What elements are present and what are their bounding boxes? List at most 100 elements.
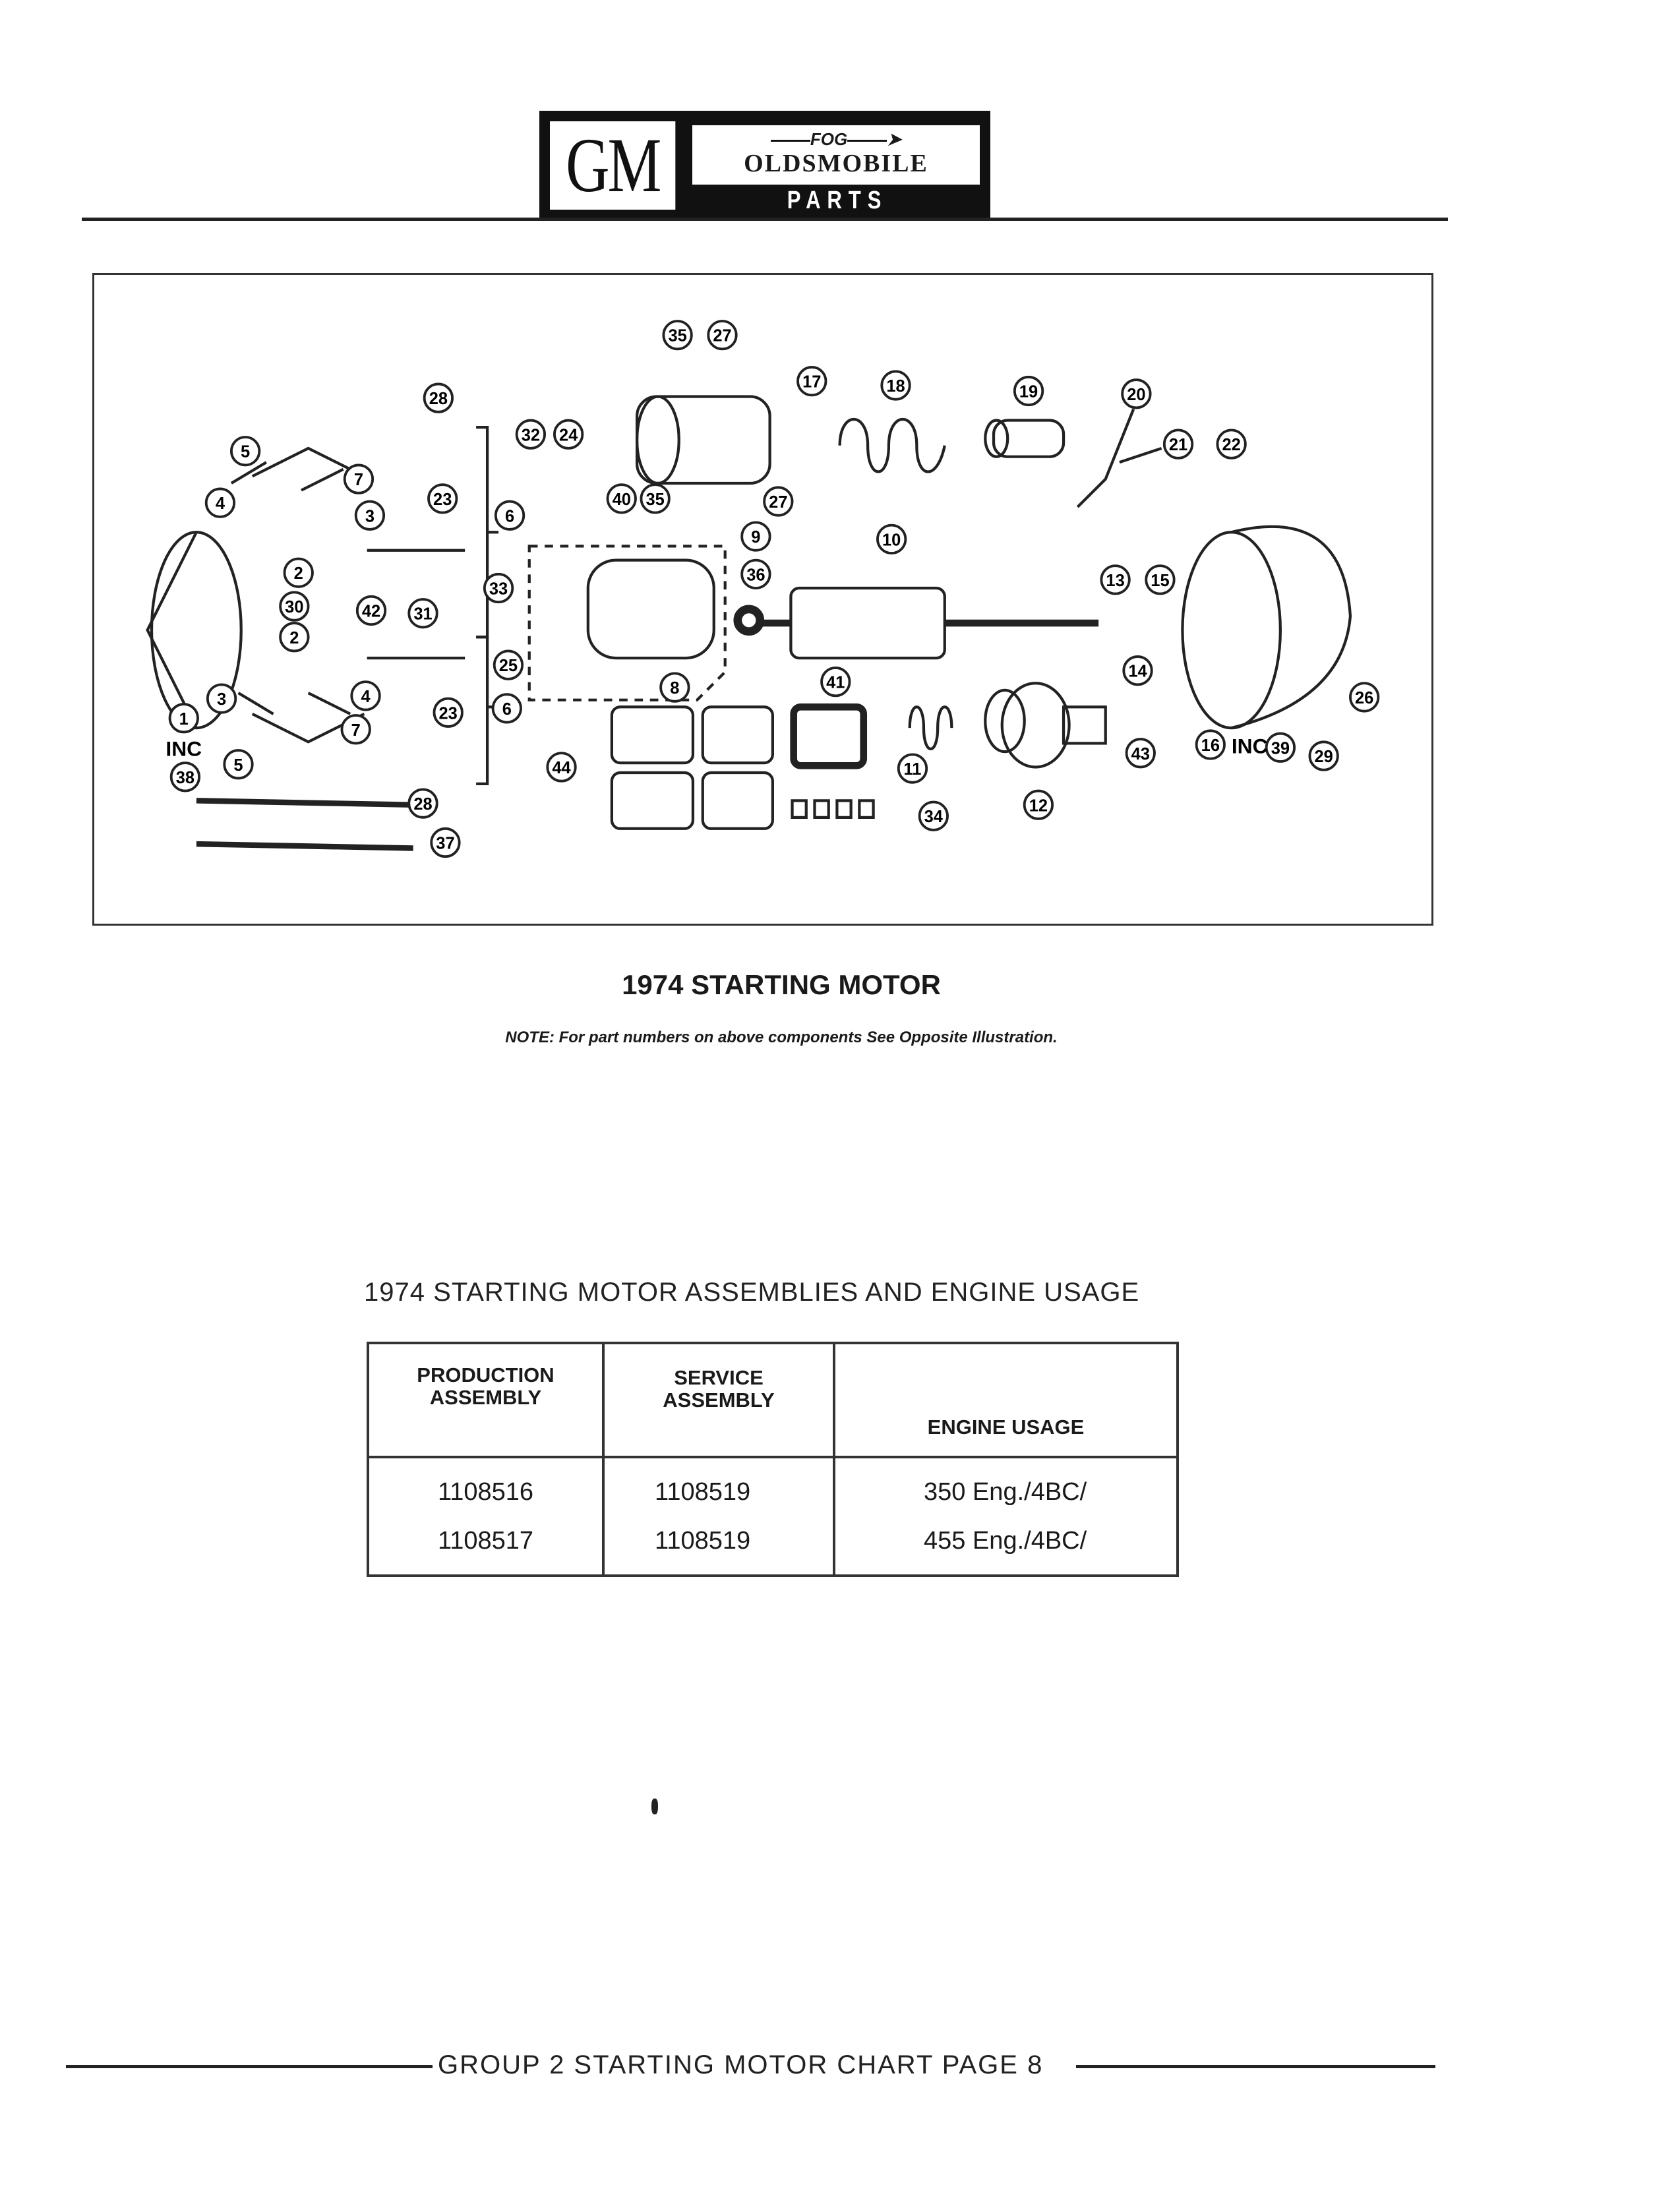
fog-arrow-emblem: FOG➤ [692, 129, 980, 149]
callout-number: 41 [826, 674, 845, 692]
footer-rule-right [1076, 2065, 1435, 2068]
callout-circle [1100, 564, 1131, 595]
figure-note: NOTE: For part numbers on above componen… [505, 1028, 1058, 1046]
callout-circle [343, 463, 375, 494]
callout-circle [1265, 732, 1296, 763]
callout-number: 22 [1222, 436, 1240, 454]
callout-circle [433, 697, 464, 728]
callout-number: 32 [522, 426, 540, 444]
fog-text: FOG [810, 129, 848, 149]
callout-number: 27 [769, 493, 787, 512]
callout-circle [169, 761, 201, 792]
callout-circle [407, 788, 438, 819]
callout-circle [1349, 682, 1380, 713]
callout-circle [407, 598, 438, 629]
armature-shape [789, 586, 946, 660]
callout-circle [279, 591, 310, 622]
callout-number: 9 [751, 528, 760, 547]
callout-circle [1145, 564, 1176, 595]
production-assembly-value: 1108516 [437, 1478, 534, 1506]
callout-circle [354, 500, 386, 531]
callout-circle [606, 483, 637, 514]
figure-caption: 1974 STARTING MOTOR [622, 969, 941, 1000]
callout-circle [423, 382, 454, 413]
callout-number: 27 [713, 327, 731, 345]
callout-number: 42 [362, 603, 380, 621]
gm-mark: GM [550, 121, 676, 210]
callout-number: 1 [179, 710, 189, 729]
callout-number: 15 [1151, 572, 1169, 590]
callout-number: 6 [502, 700, 512, 719]
callout-number: 44 [552, 759, 571, 777]
parts-catalogue-banner: PARTS CATALOGUE [744, 187, 930, 246]
callout-circle [168, 703, 199, 734]
callout-circle [1125, 738, 1156, 769]
callout-circle [1195, 729, 1226, 760]
callout-circle [740, 521, 771, 552]
callout-number: 24 [559, 426, 578, 444]
callout-number: 34 [924, 808, 944, 826]
callout-number: 13 [1106, 572, 1124, 590]
solenoid-shape [635, 395, 771, 485]
callout-circle [876, 523, 907, 554]
callout-circle [279, 622, 310, 653]
callout-number: 38 [176, 769, 195, 787]
oldsmobile-panel: FOG➤ OLDSMOBILE [692, 125, 980, 185]
callout-circle [430, 827, 461, 858]
callout-number: 28 [413, 795, 432, 814]
callout-number: 7 [354, 471, 363, 489]
callout-number: 39 [1271, 739, 1290, 758]
callout-number: 23 [433, 491, 452, 509]
callout-number: 6 [505, 507, 514, 525]
callout-number: 29 [1315, 748, 1333, 766]
callout-circle [427, 483, 458, 514]
engine-cells: 350 Eng./4BC/455 Eng./4BC/ [833, 1456, 1179, 1577]
callout-circle [223, 749, 254, 780]
callout-circle [491, 693, 522, 724]
callout-circle [763, 486, 794, 517]
callout-number: 5 [241, 443, 250, 462]
callout-number: 14 [1128, 663, 1147, 681]
callout-circle [662, 320, 693, 351]
callout-number: 16 [1201, 736, 1220, 755]
callout-number: 10 [882, 531, 901, 549]
print-speck [651, 1799, 658, 1814]
callout-number: 21 [1169, 436, 1187, 454]
callout-number: 25 [499, 657, 518, 675]
callout-circle [1216, 429, 1247, 460]
callout-circle [707, 320, 738, 351]
callout-circle [355, 595, 387, 626]
callout-circle [515, 419, 546, 450]
brand-name: OLDSMOBILE [744, 150, 928, 177]
callout-number: 12 [1029, 796, 1048, 815]
callout-number: 28 [429, 390, 448, 408]
service-assembly-value: 1108519 [655, 1478, 751, 1506]
callout-number: 4 [216, 494, 225, 513]
callout-number: 19 [1019, 383, 1038, 402]
callout-circle [483, 572, 514, 604]
callout-number: 31 [413, 605, 432, 624]
callout-number: 18 [886, 377, 905, 396]
callout-number: 3 [365, 507, 375, 525]
callout-circle [204, 487, 236, 518]
header-rule [82, 218, 1448, 221]
callout-number: 35 [668, 327, 686, 345]
callout-circle [640, 483, 671, 514]
callout-circle [1122, 655, 1153, 686]
header-line: PRODUCTION [417, 1363, 555, 1386]
footer-page-label: GROUP 2 STARTING MOTOR CHART PAGE 8 [438, 2050, 1044, 2079]
callout-circle [1023, 789, 1054, 820]
callout-number: 40 [613, 491, 631, 509]
engine-usage-value: 455 Eng./4BC/ [924, 1527, 1087, 1555]
callout-number: 30 [285, 598, 303, 616]
callout-number: 43 [1131, 745, 1150, 763]
callout-number: 33 [489, 580, 508, 599]
gm-oldsmobile-logo: GM FOG➤ OLDSMOBILE PARTS CATALOGUE [539, 111, 990, 246]
callout-circle [740, 558, 771, 589]
callout-number: 36 [746, 566, 765, 584]
